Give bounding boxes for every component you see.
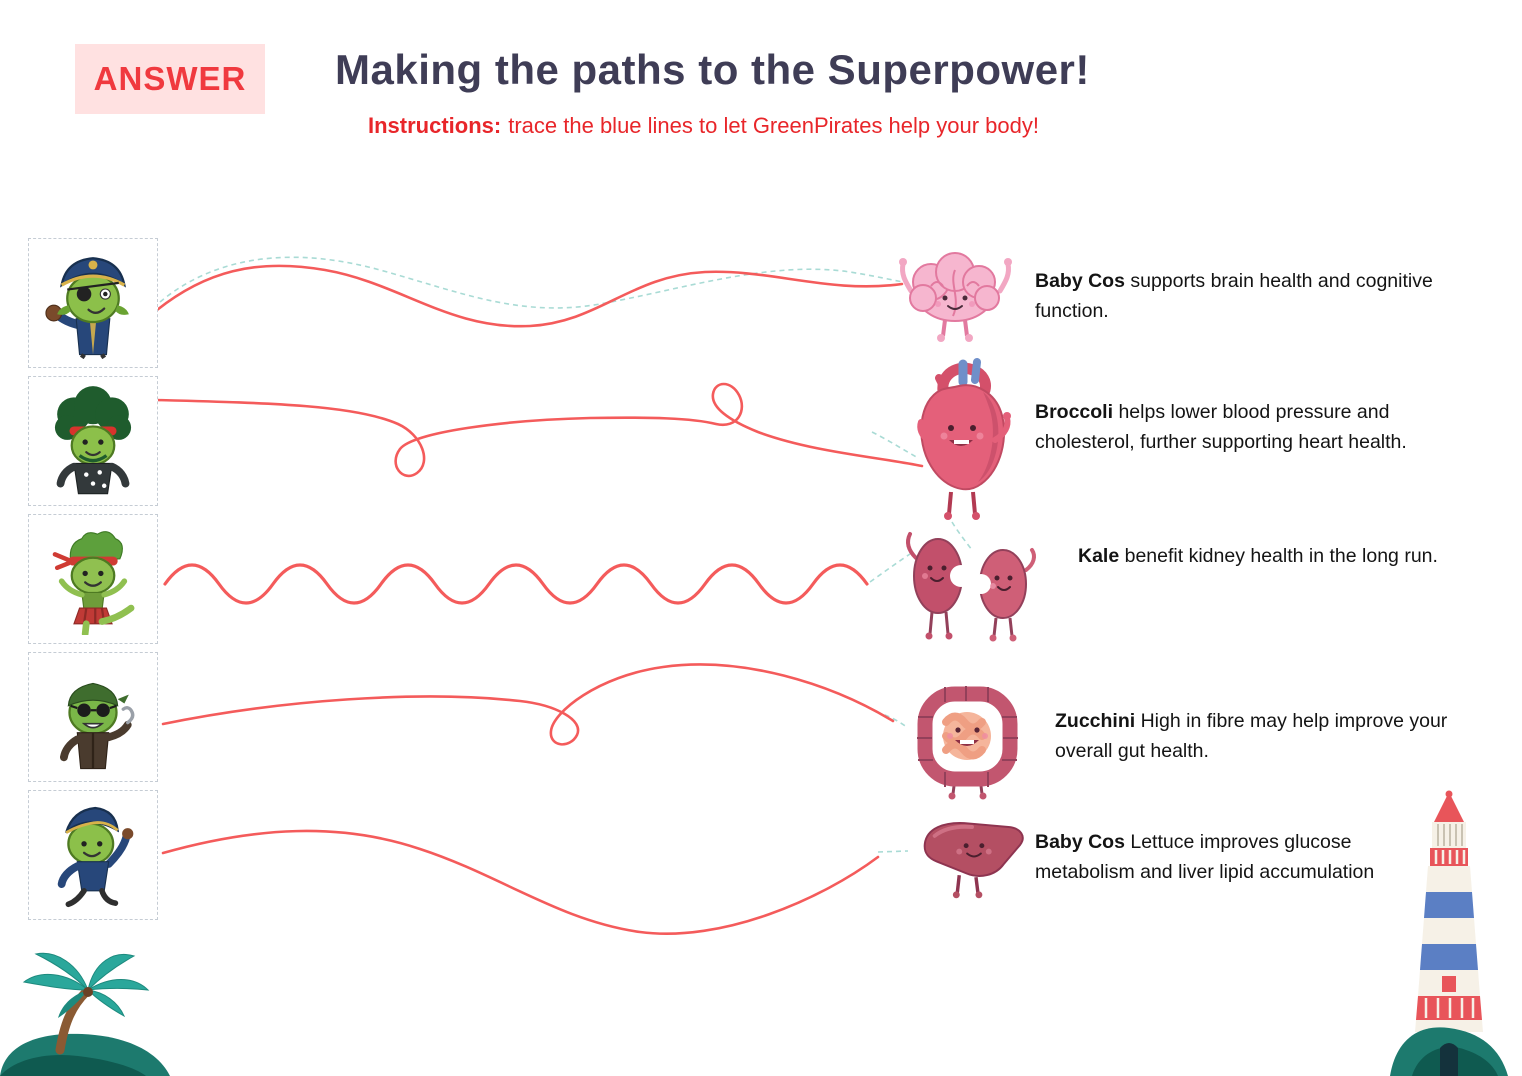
instructions-text: trace the blue lines to let GreenPirates… xyxy=(508,113,1039,138)
match-bold-gut: Zucchini xyxy=(1055,710,1136,732)
character-box-4 xyxy=(28,652,158,782)
lighthouse-illustration xyxy=(1388,788,1510,1076)
brain-icon xyxy=(899,252,1012,342)
page-title: Making the paths to the Superpower! xyxy=(335,46,1090,93)
match-body-gut: High in fibre may help improve your over… xyxy=(1055,710,1448,763)
match-bold-liver: Baby Cos xyxy=(1035,831,1125,853)
match-bold-kidneys: Kale xyxy=(1078,545,1120,567)
guide-path-liver xyxy=(877,850,909,853)
match-body-kidneys: benefit kidney health in the long run. xyxy=(1119,545,1438,567)
organ-kidneys xyxy=(898,518,1048,663)
match-bold-heart: Broccoli xyxy=(1035,401,1114,423)
baby-cos-jumping-pirate-icon xyxy=(57,806,134,908)
instructions-label: Instructions: xyxy=(368,113,502,138)
character-box-2 xyxy=(28,376,158,506)
match-body-heart: helps lower blood pressure and cholester… xyxy=(1035,401,1407,454)
zucchini-hook-pirate-icon xyxy=(59,682,135,770)
organ-heart xyxy=(903,356,1018,533)
match-text-brain: Baby Cos supports brain health and cogni… xyxy=(1035,266,1465,326)
match-bold-brain: Baby Cos xyxy=(1035,270,1125,292)
instructions: Instructions:trace the blue lines to let… xyxy=(368,113,1039,139)
organ-liver xyxy=(915,810,1033,909)
liver-icon xyxy=(923,822,1024,899)
organ-gut xyxy=(900,672,1032,805)
match-text-kidneys: Kale benefit kidney health in the long r… xyxy=(1078,541,1498,571)
organ-brain xyxy=(893,246,1018,351)
match-body-brain: supports brain health and cognitive func… xyxy=(1035,270,1433,323)
character-box-3 xyxy=(28,514,158,644)
broccoli-afro-pirate-icon xyxy=(54,386,132,495)
kidneys-icon xyxy=(906,532,1036,642)
answer-path-gut xyxy=(161,663,895,746)
match-body-liver: Lettuce improves glucose metabolism and … xyxy=(1035,831,1375,884)
answer-badge: ANSWER xyxy=(75,44,265,114)
answer-path-kidneys xyxy=(163,563,869,605)
lighthouse-icon xyxy=(1390,790,1508,1076)
answer-path-brain xyxy=(155,264,904,328)
character-box-5 xyxy=(28,790,158,920)
match-text-liver: Baby Cos Lettuce improves glucose metabo… xyxy=(1035,827,1395,887)
baby-cos-captain-pirate-icon xyxy=(45,257,129,359)
heart-icon xyxy=(917,358,1011,520)
character-box-1 xyxy=(28,238,158,368)
answer-path-liver xyxy=(161,829,880,935)
match-text-heart: Broccoli helps lower blood pressure and … xyxy=(1035,397,1435,457)
kale-kicking-pirate-icon xyxy=(52,531,135,635)
guide-path-brain xyxy=(159,256,904,309)
gut-icon xyxy=(917,686,1018,800)
answer-path-heart xyxy=(155,382,924,478)
palm-tree-island-icon xyxy=(0,952,170,1076)
match-text-gut: Zucchini High in fibre may help improve … xyxy=(1055,706,1475,766)
palm-tree-island-illustration xyxy=(0,928,170,1076)
